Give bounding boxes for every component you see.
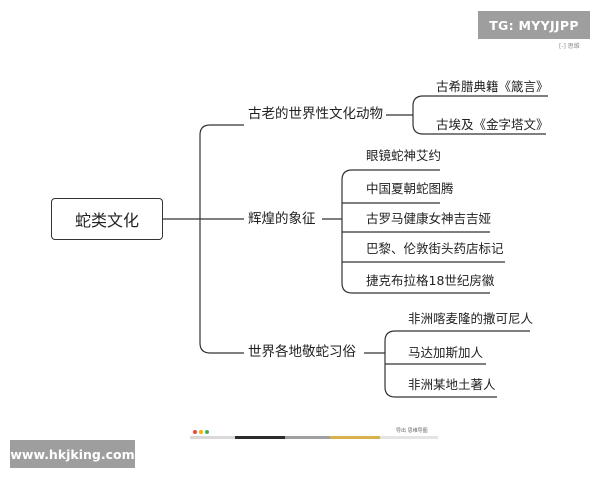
branch-customs[interactable]: 世界各地敬蛇习俗	[248, 344, 356, 360]
leaf-cameroon[interactable]: 非洲喀麦隆的撒可尼人	[408, 311, 534, 326]
leaf-prague-crest[interactable]: 捷克布拉格18世纪房徽	[366, 273, 495, 288]
leaf-cobra-god[interactable]: 眼镜蛇神艾约	[366, 148, 442, 163]
footer-bar	[190, 436, 438, 439]
footer-text: 导出 思维导图	[396, 428, 428, 434]
leaf-roman-goddess[interactable]: 古罗马健康女神吉吉娅	[366, 211, 492, 226]
branch-symbol[interactable]: 辉煌的象征	[248, 211, 316, 227]
footer-dot-green	[205, 430, 209, 434]
mindmap-root[interactable]: 蛇类文化	[51, 198, 163, 240]
watermark-bottom: www.hkjking.com	[10, 440, 135, 468]
leaf-greek-proverbs[interactable]: 古希腊典籍《箴言》	[436, 79, 549, 94]
leaf-african-natives[interactable]: 非洲某地土著人	[408, 377, 496, 392]
footer-dot-red	[193, 430, 197, 434]
leaf-pyramid-texts[interactable]: 古埃及《金字塔文》	[436, 117, 549, 132]
footer-dot-yellow	[199, 430, 203, 434]
branch-ancient-animal[interactable]: 古老的世界性文化动物	[248, 106, 383, 122]
leaf-madagascar[interactable]: 马达加斯加人	[408, 345, 484, 360]
leaf-xia-totem[interactable]: 中国夏朝蛇图腾	[366, 181, 454, 196]
leaf-pharmacy-sign[interactable]: 巴黎、伦敦街头药店标记	[366, 241, 504, 256]
watermark-top-small: [-] 思维	[559, 43, 580, 50]
watermark-top: TG: MYYJJPP	[478, 11, 590, 39]
